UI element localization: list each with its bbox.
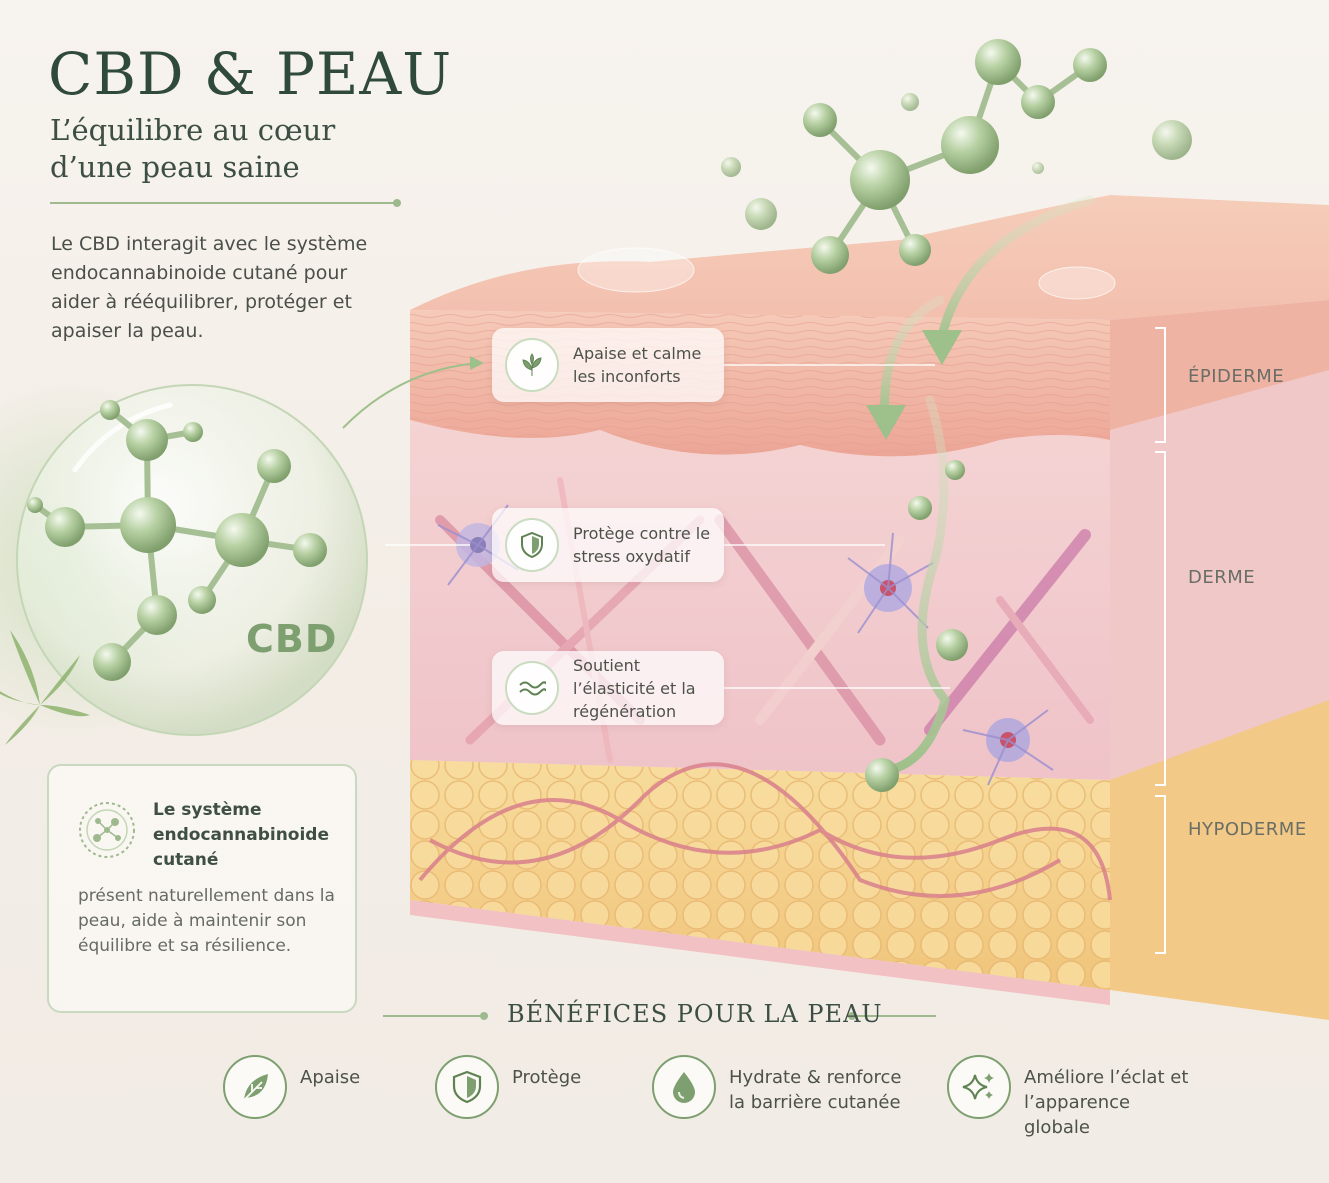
callout-soothe: Apaise et calme les inconforts bbox=[492, 328, 724, 402]
drop-icon bbox=[652, 1055, 716, 1119]
shield-icon bbox=[505, 518, 559, 572]
layer-label-epidermis: ÉPIDERME bbox=[1188, 366, 1285, 387]
layer-label-hypodermis: HYPODERME bbox=[1188, 819, 1307, 840]
benefit-label: Hydrate & renforce la barrière cutanée bbox=[729, 1067, 902, 1113]
leaf-icon bbox=[223, 1055, 287, 1119]
benefit-label: Améliore l’éclat et l’apparence globale bbox=[1024, 1067, 1189, 1138]
leaf-icon bbox=[505, 338, 559, 392]
benefit-label: Apaise bbox=[300, 1067, 361, 1088]
benefits-line-left bbox=[383, 1015, 483, 1017]
endocannabinoid-description: présent naturellement dans la peau, aide… bbox=[78, 886, 335, 956]
callout-label: Soutient l’élasticité et la régénération bbox=[573, 655, 696, 721]
callout-label: Protège contre le stress oxydatif bbox=[573, 524, 711, 566]
benefits-title: BÉNÉFICES POUR LA PEAU bbox=[507, 1000, 883, 1028]
endocannabinoid-info-box: Le système endocannabinoide cutané prése… bbox=[47, 764, 357, 1013]
waves-icon bbox=[505, 661, 559, 715]
page-title: CBD & PEAU bbox=[48, 40, 453, 108]
page-subtitle: L’équilibre au cœur d’une peau saine bbox=[50, 113, 336, 184]
callout-label: Apaise et calme les inconforts bbox=[573, 344, 702, 386]
benefit-label: Protège bbox=[512, 1067, 582, 1088]
benefits-line-right bbox=[854, 1015, 936, 1017]
title-divider bbox=[50, 199, 401, 207]
shield-icon bbox=[435, 1055, 499, 1119]
callout-protect: Protège contre le stress oxydatif bbox=[492, 508, 724, 582]
molecule-label: CBD bbox=[246, 617, 338, 661]
endocannabinoid-title: Le système endocannabinoide cutané bbox=[153, 800, 330, 870]
intro-text: Le CBD interagit avec le système endocan… bbox=[51, 233, 368, 342]
callout-elasticity: Soutient l’élasticité et la régénération bbox=[492, 651, 724, 725]
layer-label-dermis: DERME bbox=[1188, 567, 1256, 588]
sparkle-icon bbox=[947, 1055, 1011, 1119]
network-icon bbox=[79, 802, 135, 858]
